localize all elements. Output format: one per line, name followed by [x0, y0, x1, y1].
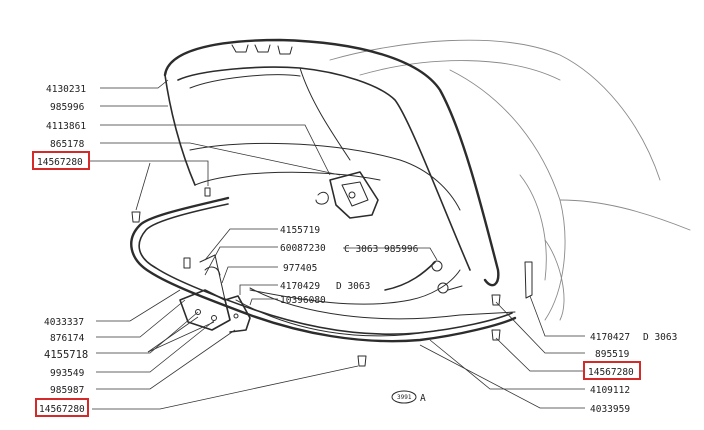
car-body-outline [329, 39, 691, 321]
lid-lock-assembly [315, 171, 379, 219]
highlight-box-bottom-left [35, 398, 89, 417]
label-4170429: 4170429 [280, 281, 320, 292]
label-4113861: 4113861 [46, 121, 86, 132]
label-985996: 985996 [50, 102, 85, 113]
label-985987: 985987 [50, 385, 84, 396]
label-4033959: 4033959 [590, 404, 630, 415]
label-10396080: 10396080 [280, 295, 326, 306]
seal-channel [130, 196, 517, 343]
label-993549: 993549 [50, 368, 85, 379]
highlight-box-top [32, 151, 90, 170]
label-4130231: 4130231 [46, 84, 86, 95]
clips [131, 187, 533, 367]
label-4033337: 4033337 [44, 317, 84, 328]
label-4155719: 4155719 [280, 225, 320, 236]
label-876174: 876174 [50, 333, 85, 344]
label-4109112: 4109112 [590, 385, 630, 396]
label-14567280-bottom-left: 14567280 [39, 404, 85, 415]
label-14567280-top: 14567280 [37, 157, 83, 168]
label-4170427: 4170427 [590, 332, 630, 343]
label-c3063-985996: C 3063 985996 [344, 244, 419, 255]
label-14567280-right: 14567280 [588, 367, 634, 378]
drawing-stamp-letter: A [420, 393, 426, 404]
label-d3063-right: D 3063 [643, 332, 677, 343]
drawing-stamp-oval [391, 390, 417, 404]
highlight-box-right [583, 361, 641, 380]
release-cable [249, 260, 463, 305]
trunk-lid [163, 38, 500, 287]
label-4155718: 4155718 [44, 349, 88, 361]
label-60087230: 60087230 [280, 243, 326, 254]
label-d3063-left: D 3063 [336, 281, 370, 292]
label-895519: 895519 [595, 349, 630, 360]
label-865178: 865178 [50, 139, 85, 150]
leader-lines [90, 79, 585, 410]
drawing-stamp-number: 3991 [397, 394, 412, 401]
label-977405: 977405 [283, 263, 317, 274]
